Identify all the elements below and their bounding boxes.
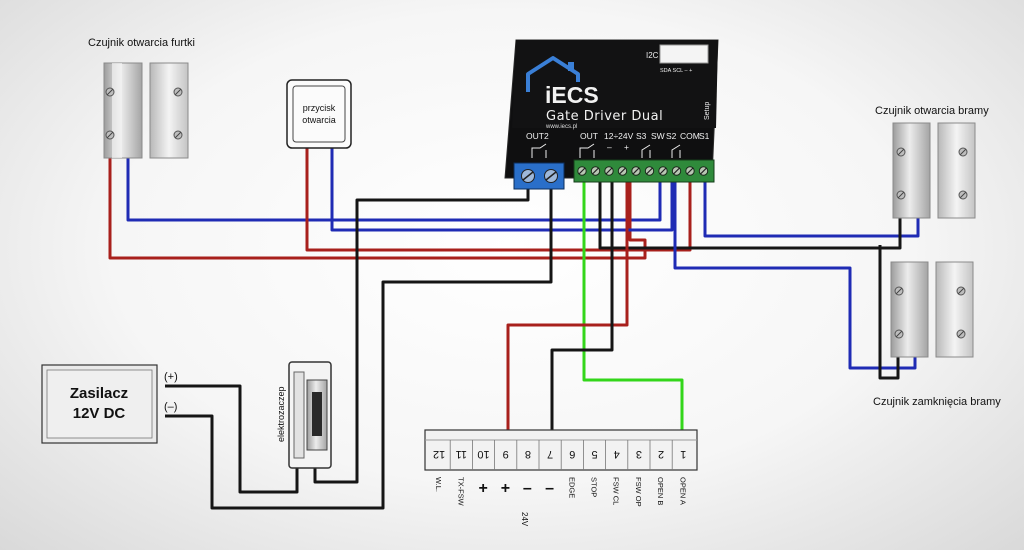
terminal-function-label: FSW OP <box>634 477 643 507</box>
terminal-function-label: EDGE <box>567 477 576 498</box>
device-model: Gate Driver Dual <box>546 109 663 124</box>
green-terminal-strip <box>573 159 715 183</box>
terminal-number: 7 <box>547 448 553 460</box>
device-terminal-screw <box>590 166 601 176</box>
term-power-label: 12÷24V <box>604 131 634 141</box>
power-plus-label: (+) <box>164 371 178 383</box>
wire-blue-gate-close <box>673 168 917 370</box>
device-terminal-screw <box>685 166 695 176</box>
wire-black-power-plus <box>165 384 299 494</box>
terminal-function-label: – <box>545 480 554 497</box>
term-sw-label: SW <box>651 131 665 141</box>
wire-black-gate-open <box>598 168 902 250</box>
term-plus-label: + <box>624 142 629 152</box>
power-supply: Zasilacz 12V DC (+) (–) <box>41 364 178 444</box>
gate-open-sensor-label: Czujnik otwarcia bramy <box>875 105 989 117</box>
terminal-function-label: TX-FSW <box>456 477 465 507</box>
device-terminal-screw <box>631 166 641 176</box>
gate-open-sensor: Czujnik otwarcia bramy <box>875 105 989 219</box>
terminal-number: 8 <box>525 448 531 460</box>
term-out2-label: OUT2 <box>526 131 549 141</box>
term-minus-label: – <box>607 142 612 152</box>
terminal-function-label: + <box>501 480 510 497</box>
wire-blue-button <box>330 148 674 232</box>
terminal-function-label: OPEN B <box>656 477 665 505</box>
open-button-label-1: przycisk <box>303 103 336 113</box>
electric-strike-label: elektrozaczep <box>276 386 286 442</box>
term-s3-label: S3 <box>636 131 647 141</box>
terminal-function-label: OPEN A <box>678 477 687 505</box>
device-terminal-screw <box>698 166 709 176</box>
device-terminal-screw <box>617 166 628 176</box>
wire-black-24v <box>550 168 614 430</box>
wire-green-open <box>582 168 684 430</box>
terminal-number: 3 <box>636 448 642 460</box>
terminal-number: 6 <box>569 448 575 460</box>
device-terminal-screw <box>604 166 614 176</box>
terminal-number: 10 <box>477 448 489 460</box>
terminal-number: 5 <box>591 448 597 460</box>
terminal-number: 1 <box>680 448 686 460</box>
term-out-label: OUT <box>580 131 598 141</box>
terminal-number: 9 <box>503 448 509 460</box>
wire-red-24v <box>506 168 629 430</box>
open-button-label-2: otwarcia <box>302 115 336 125</box>
terminal-function-label: STOP <box>590 477 599 497</box>
setup-label: Setup <box>704 102 711 120</box>
device-terminal-screw <box>644 166 655 176</box>
device-terminal-screw <box>577 166 587 176</box>
wire-black-out2-a <box>313 185 530 484</box>
power-supply-label-1: Zasilacz <box>70 385 128 402</box>
terminal-function-label: FSW CL <box>612 477 621 505</box>
device-website: www.iecs.pl <box>545 124 577 130</box>
wires <box>108 148 920 510</box>
term-s2-label: S2 <box>666 131 677 141</box>
wicket-sensor-label: Czujnik otwarcia furtki <box>88 37 195 49</box>
device-terminal-screw <box>658 166 668 176</box>
terminal-number: 11 <box>456 448 467 460</box>
gate-close-sensor: Czujnik zamknięcia bramy <box>873 261 1001 408</box>
wire-red-button <box>305 148 692 252</box>
power-supply-label-2: 12V DC <box>73 405 126 422</box>
wire-blue-gate-open <box>703 168 920 238</box>
electric-strike: elektrozaczep <box>276 361 332 469</box>
device-terminal-screw <box>671 166 682 176</box>
device-brand: iECS <box>545 82 599 108</box>
i2c-connector <box>659 44 709 64</box>
device-screws <box>577 166 709 176</box>
i2c-label: I2C <box>646 51 659 60</box>
wicket-sensor: Czujnik otwarcia furtki <box>88 37 195 159</box>
wire-blue-wicket <box>126 158 662 222</box>
i2c-pins: SDA SCL – + <box>660 68 692 74</box>
terminal-voltage-label: 24V <box>520 512 529 527</box>
power-minus-label: (–) <box>164 401 177 413</box>
house-logo-icon <box>526 56 580 92</box>
terminal-function-label: – <box>523 480 532 497</box>
gate-close-sensor-label: Czujnik zamknięcia bramy <box>873 396 1001 408</box>
terminal-number: 12 <box>433 448 445 460</box>
wire-black-out2-b <box>165 185 553 510</box>
wire-black-gate-close <box>878 245 900 380</box>
open-button: przycisk otwarcia <box>286 79 352 149</box>
terminal-function-label: W.L. <box>434 477 443 492</box>
term-com-label: COM <box>680 131 700 141</box>
terminal-number: 2 <box>658 448 664 460</box>
terminal-number: 4 <box>614 448 620 460</box>
gate-driver-device: iECS Gate Driver Dual www.iecs.pl I2C SD… <box>504 39 719 190</box>
terminal-function-label: + <box>479 480 488 497</box>
term-s1-label: S1 <box>699 131 710 141</box>
